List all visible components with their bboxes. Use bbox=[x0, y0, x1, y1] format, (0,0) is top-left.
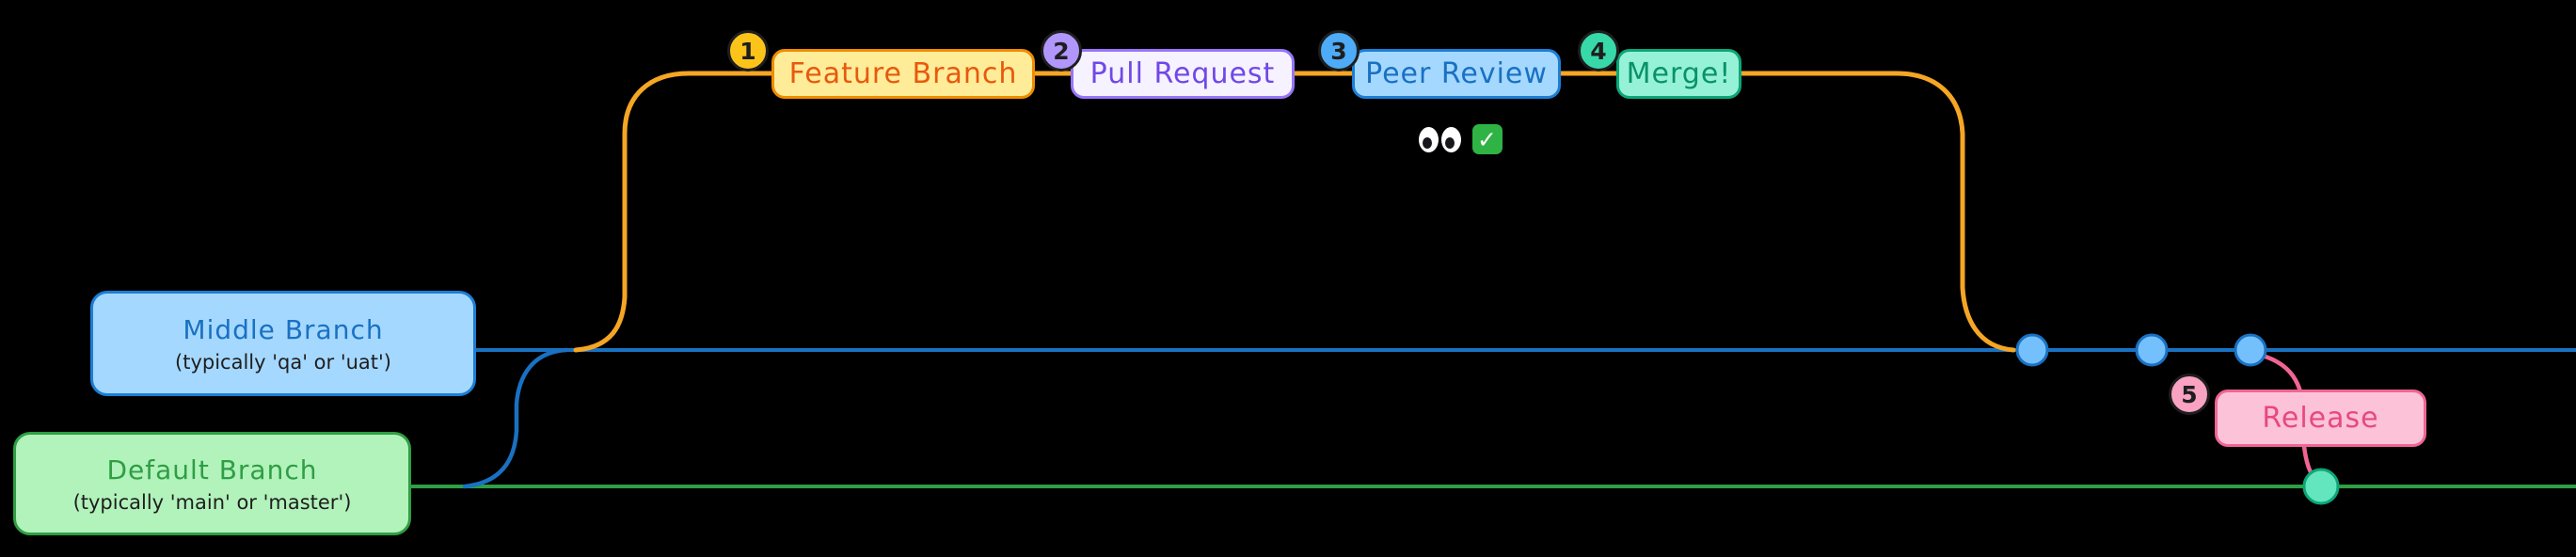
commit-node-3 bbox=[2234, 333, 2267, 367]
commit-node-1 bbox=[2015, 333, 2049, 367]
commit-node-2 bbox=[2135, 333, 2169, 367]
default-branch-title: Default Branch bbox=[106, 454, 318, 485]
feature-branch-step-box: Feature Branch bbox=[771, 49, 1035, 99]
step-1-badge: 1 bbox=[727, 30, 769, 72]
step-3-badge: 3 bbox=[1318, 30, 1360, 72]
default-branch-label-box: Default Branch (typically 'main' or 'mas… bbox=[13, 432, 411, 535]
pull-request-step-box: Pull Request bbox=[1071, 49, 1295, 99]
release-step-box: Release bbox=[2215, 390, 2426, 447]
approved-check-icon: ✓ bbox=[1471, 124, 1503, 154]
pull-request-step-label: Pull Request bbox=[1089, 57, 1276, 90]
feature-branch-line bbox=[573, 71, 2016, 353]
feature-branch-step-label: Feature Branch bbox=[788, 57, 1018, 90]
step-5-badge: 5 bbox=[2169, 374, 2210, 415]
merge-step-label: Merge! bbox=[1626, 57, 1732, 90]
middle-branch-label-box: Middle Branch (typically 'qa' or 'uat') bbox=[90, 291, 476, 396]
release-commit-node bbox=[2302, 468, 2340, 505]
eye-left-icon bbox=[1418, 126, 1439, 152]
merge-step-box: Merge! bbox=[1616, 49, 1741, 99]
review-status-icons: ✓ bbox=[1366, 119, 1554, 160]
step-2-badge: 2 bbox=[1041, 30, 1082, 72]
step-4-badge: 4 bbox=[1578, 30, 1619, 72]
peer-review-step-box: Peer Review bbox=[1352, 49, 1561, 99]
default-branch-subtitle: (typically 'main' or 'master') bbox=[72, 490, 352, 514]
middle-branch-title: Middle Branch bbox=[183, 313, 384, 345]
release-step-label: Release bbox=[2262, 402, 2379, 435]
eyes-icon bbox=[1418, 126, 1461, 152]
middle-branch-subtitle: (typically 'qa' or 'uat') bbox=[175, 350, 391, 374]
peer-review-step-label: Peer Review bbox=[1365, 57, 1548, 90]
eye-right-icon bbox=[1440, 126, 1461, 152]
branch-off-curve bbox=[462, 347, 569, 489]
